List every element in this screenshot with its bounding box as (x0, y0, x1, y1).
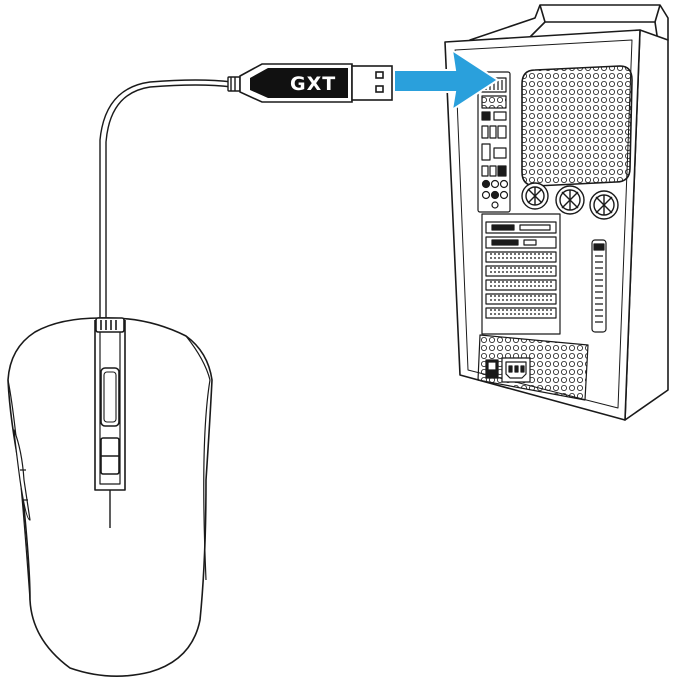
io-panel (477, 71, 511, 213)
case-fan (555, 185, 585, 215)
direction-arrow (393, 47, 500, 113)
expansion-slots (481, 213, 561, 335)
case-fan (521, 182, 549, 210)
usb-plug: GXT (239, 63, 393, 103)
side-buttons (13, 429, 31, 521)
expansion-slot (485, 251, 557, 263)
gaming-mouse (7, 317, 213, 677)
expansion-slot (485, 265, 557, 277)
usb-connector (351, 65, 393, 101)
power-supply (477, 334, 589, 401)
brand-logo-text: GXT (290, 73, 336, 95)
pc-tower (444, 4, 669, 421)
case-fan (589, 190, 619, 220)
usb-cable (97, 76, 241, 333)
expansion-slot (485, 221, 557, 234)
power-socket (501, 357, 531, 383)
expansion-slot (485, 307, 557, 319)
vent-strip (591, 239, 607, 333)
expansion-slot (485, 236, 557, 249)
fan-grill (521, 65, 633, 187)
arrow-right-icon (393, 47, 500, 113)
power-switch (485, 359, 499, 379)
case-fans (521, 182, 619, 220)
scroll-wheel (100, 367, 120, 427)
dpi-button (100, 437, 120, 475)
expansion-slot (485, 279, 557, 291)
expansion-slot (485, 293, 557, 305)
